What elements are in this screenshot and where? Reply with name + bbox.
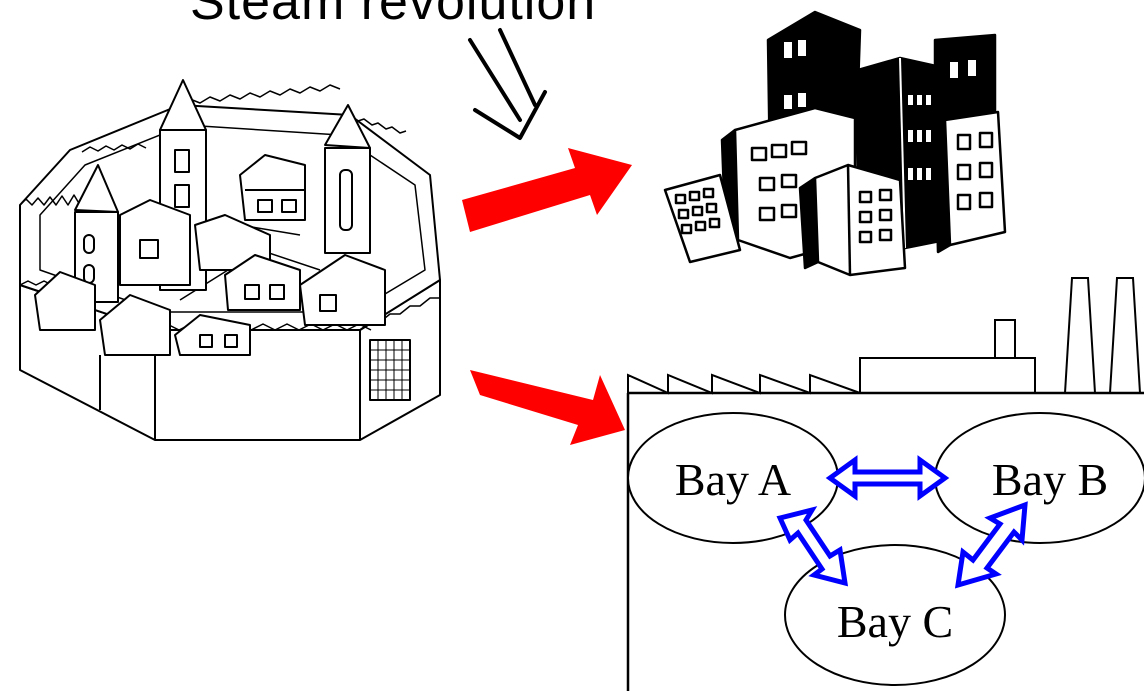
bay-link-icon <box>825 455 950 501</box>
progress-arrow-icon <box>462 148 632 232</box>
double-down-arrow-icon <box>468 28 547 140</box>
bay-link-icon <box>954 501 1028 589</box>
bay-link-icon <box>776 506 849 587</box>
bay-b-label: Bay B <box>992 454 1108 505</box>
walled-town-icon <box>19 79 441 441</box>
bay-c-label: Bay C <box>837 596 953 647</box>
diagram-title: Steam revolution <box>190 0 597 31</box>
progress-arrow-icon <box>470 370 625 445</box>
bay-a-label: Bay A <box>675 454 791 505</box>
factory-icon <box>626 277 1144 691</box>
city-icon <box>663 10 1007 277</box>
